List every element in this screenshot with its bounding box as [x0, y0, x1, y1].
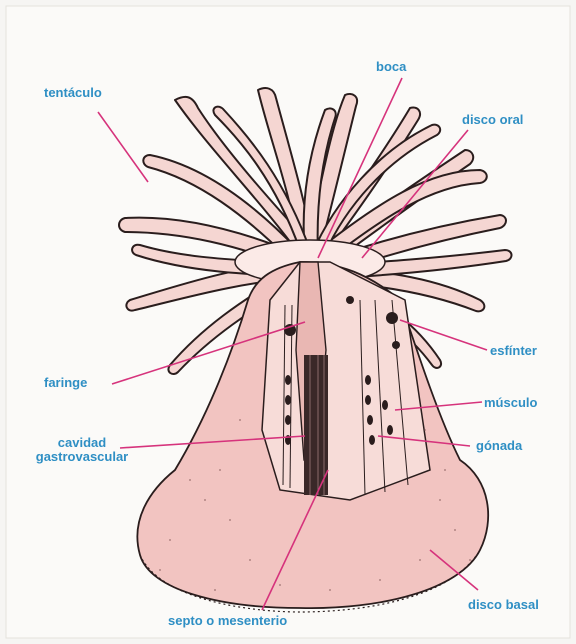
label-disco-basal: disco basal — [468, 598, 539, 612]
label-esfinter: esfínter — [490, 344, 537, 358]
label-cavidad-gastrovascular: cavidad gastrovascular — [22, 436, 142, 464]
label-tentaculo: tentáculo — [44, 86, 102, 100]
label-faringe: faringe — [44, 376, 87, 390]
label-disco-oral: disco oral — [462, 113, 523, 127]
label-boca: boca — [376, 60, 406, 74]
label-gonada: gónada — [476, 439, 522, 453]
label-musculo: músculo — [484, 396, 537, 410]
label-cavidad-line2: gastrovascular — [22, 450, 142, 464]
label-cavidad-line1: cavidad — [22, 436, 142, 450]
label-septo-mesenterio: septo o mesenterio — [168, 614, 287, 628]
